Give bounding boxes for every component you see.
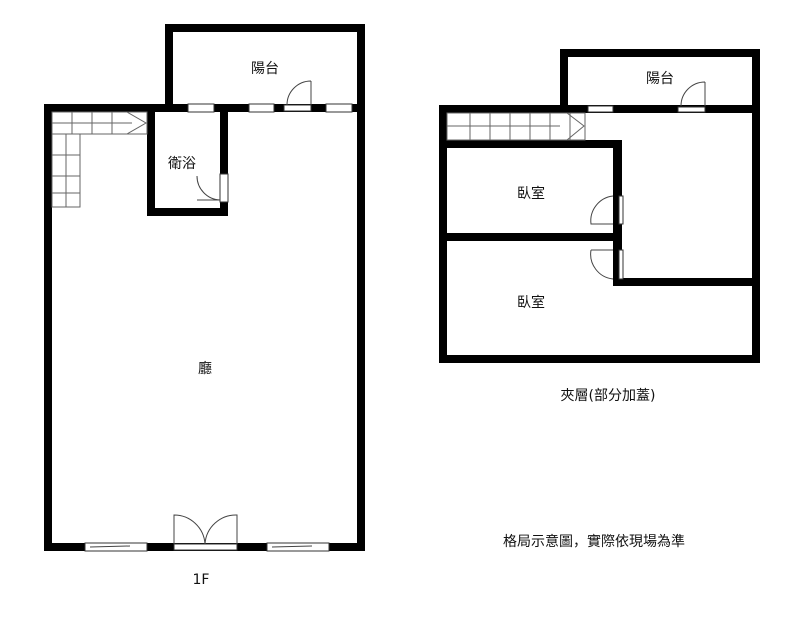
mezzanine-windows <box>587 105 706 280</box>
mezzanine-balcony-label: 陽台 <box>646 71 674 87</box>
mezzanine-walls <box>439 49 760 363</box>
mezzanine-title: 夾層(部分加蓋) <box>560 388 656 404</box>
mezzanine-bedroom1-label: 臥室 <box>517 186 545 202</box>
disclaimer-note: 格局示意圖，實際依現場為準 <box>503 534 685 550</box>
floor1-stairs <box>51 111 148 208</box>
floor1-doors <box>89 80 313 548</box>
mezzanine-bedroom2-label: 臥室 <box>517 295 545 311</box>
floor1-walls <box>44 24 365 551</box>
mezzanine-stairs <box>446 112 586 141</box>
floor1-windows <box>84 103 353 552</box>
floor1-bathroom-label: 衛浴 <box>168 156 196 172</box>
mezzanine-doors <box>590 81 706 280</box>
floor1-title: 1F <box>192 572 210 588</box>
floor1-balcony-label: 陽台 <box>251 61 279 77</box>
floor1-hall-label: 廳 <box>198 361 212 377</box>
